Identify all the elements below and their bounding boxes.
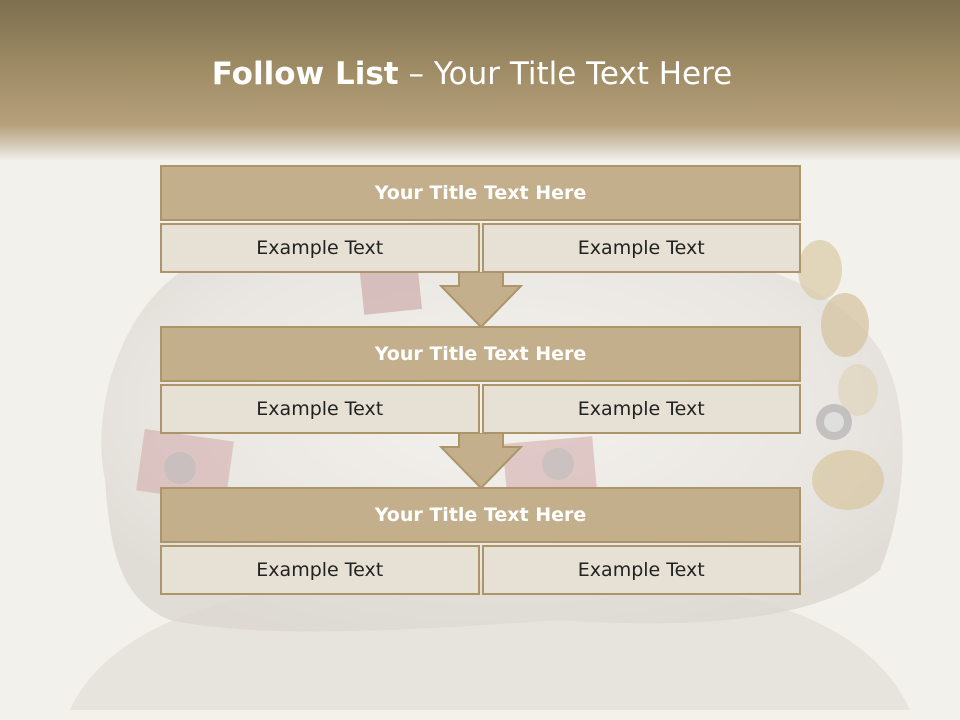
block-title: Your Title Text Here bbox=[160, 326, 801, 382]
block-row: Example Text Example Text bbox=[160, 545, 801, 595]
down-arrow-icon bbox=[439, 272, 523, 328]
block-cell-left: Example Text bbox=[160, 223, 480, 273]
list-block-3: Your Title Text Here Example Text Exampl… bbox=[160, 487, 801, 595]
title-rest: – Your Title Text Here bbox=[398, 56, 733, 92]
slide-title: Follow List – Your Title Text Here bbox=[0, 56, 944, 92]
list-block-2: Your Title Text Here Example Text Exampl… bbox=[160, 326, 801, 434]
block-cell-left: Example Text bbox=[160, 384, 480, 434]
block-title: Your Title Text Here bbox=[160, 165, 801, 221]
block-cell-right: Example Text bbox=[481, 223, 801, 273]
list-block-1: Your Title Text Here Example Text Exampl… bbox=[160, 165, 801, 273]
block-cell-left: Example Text bbox=[160, 545, 480, 595]
header-band bbox=[0, 0, 960, 160]
block-title: Your Title Text Here bbox=[160, 487, 801, 543]
title-bold: Follow List bbox=[211, 56, 399, 92]
block-cell-right: Example Text bbox=[481, 545, 801, 595]
block-row: Example Text Example Text bbox=[160, 384, 801, 434]
block-cell-right: Example Text bbox=[481, 384, 801, 434]
down-arrow-icon bbox=[439, 433, 523, 489]
block-row: Example Text Example Text bbox=[160, 223, 801, 273]
